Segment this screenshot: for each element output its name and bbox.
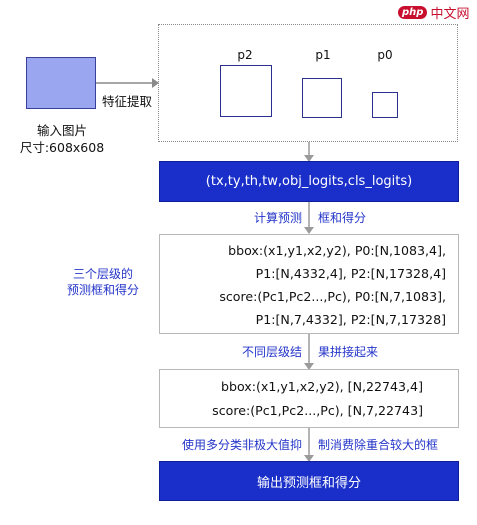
php-logo: php bbox=[398, 6, 428, 19]
side-note-line1: 三个层级的 bbox=[72, 267, 133, 281]
input-image-size: 尺寸:608x608 bbox=[19, 140, 105, 155]
side-note: 三个层级的 预测框和得分 bbox=[48, 266, 158, 298]
per-level-predictions-box: bbox:(x1,y1,x2,y2), P0:[N,1083,4], P1:[N… bbox=[159, 234, 459, 334]
arrow-down-1 bbox=[304, 142, 314, 162]
label-p1: p1 bbox=[315, 48, 331, 62]
box1-line3: score:(Pc1,Pc2...,Pc), P0:[N,7,1083], bbox=[219, 289, 446, 304]
box1-line1: bbox:(x1,y1,x2,y2), P0:[N,1083,4], bbox=[228, 243, 446, 258]
feature-extract-label: 特征提取 bbox=[101, 94, 152, 109]
input-image-box bbox=[26, 57, 96, 109]
feature-pyramid-container bbox=[158, 24, 458, 142]
box1-line4: P1:[N,7,4332], P2:[N,7,17328] bbox=[255, 312, 446, 327]
box2-line2: score:(Pc1,Pc2...,Pc), [N,7,22743] bbox=[212, 403, 423, 418]
feature-map-p2 bbox=[220, 65, 272, 117]
watermark-text: 中文网 bbox=[430, 7, 470, 22]
input-image-title: 输入图片 bbox=[36, 123, 87, 138]
box1-line2: P1:[N,4332,4], P2:[N,17328,4] bbox=[255, 266, 446, 281]
arrow-down-3 bbox=[304, 334, 314, 370]
feature-map-p0 bbox=[372, 92, 398, 118]
watermark: php 中文网 bbox=[398, 3, 469, 22]
step2-right-text: 果拼接起来 bbox=[318, 345, 379, 359]
arrow-feature-extract bbox=[96, 78, 159, 88]
final-output-bar: 输出预测框和得分 bbox=[159, 461, 459, 501]
step3-right-text: 制消费除重合较大的框 bbox=[318, 438, 439, 452]
box2-line1: bbox:(x1,y1,x2,y2), [N,22743,4] bbox=[220, 379, 423, 394]
label-p0: p0 bbox=[377, 48, 393, 62]
feature-map-p1 bbox=[302, 78, 342, 118]
step1-right-text: 框和得分 bbox=[318, 211, 367, 225]
arrow-down-2 bbox=[304, 202, 314, 234]
step2-left-text: 不同层级结 bbox=[241, 345, 302, 359]
concatenated-predictions-box: bbox:(x1,y1,x2,y2), [N,22743,4] score:(P… bbox=[159, 369, 459, 428]
output-tensor-bar: (tx,ty,th,tw,obj_logits,cls_logits) bbox=[159, 161, 459, 202]
arrow-down-4 bbox=[304, 428, 314, 462]
step1-left-text: 计算预测 bbox=[253, 211, 302, 225]
label-p2: p2 bbox=[237, 48, 253, 62]
side-note-line2: 预测框和得分 bbox=[66, 283, 139, 297]
step3-left-text: 使用多分类非极大值抑 bbox=[181, 438, 302, 452]
